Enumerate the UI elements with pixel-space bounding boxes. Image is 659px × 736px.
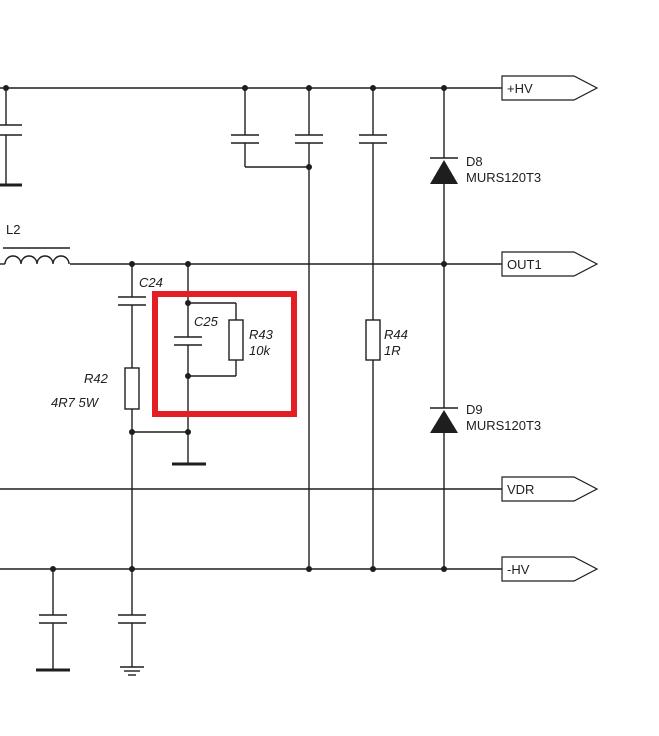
- port-out1: OUT1: [501, 251, 599, 277]
- d8-value-label: MURS120T3: [466, 170, 541, 185]
- junction-dot: [306, 566, 312, 572]
- port-hv-pos: +HV: [501, 75, 599, 101]
- svg-text:-HV: -HV: [507, 562, 530, 577]
- resistor-r43: [228, 319, 244, 361]
- junction-dot: [441, 566, 447, 572]
- junction-dot: [306, 164, 312, 170]
- resistor-r44: [365, 319, 381, 361]
- c25-label: C25: [194, 314, 219, 329]
- svg-text:+HV: +HV: [507, 81, 533, 96]
- c24-label: C24: [139, 275, 163, 290]
- svg-text:OUT1: OUT1: [507, 257, 542, 272]
- r42-value-label: 4R7 5W: [51, 395, 100, 410]
- l2-label: L2: [6, 222, 20, 237]
- left-capacitor-partial: [0, 88, 22, 187]
- capacitor-hv-3: [359, 134, 387, 144]
- capacitor-hv-2: [295, 134, 323, 144]
- d9-ref-label: D9: [466, 402, 483, 417]
- ground-symbol: [120, 666, 144, 676]
- svg-text:VDR: VDR: [507, 482, 534, 497]
- d9-value-label: MURS120T3: [466, 418, 541, 433]
- r43-value-label: 10k: [249, 343, 271, 358]
- port-hv-neg: -HV: [501, 556, 599, 582]
- capacitor-c25: [174, 336, 202, 346]
- capacitor-bottom-right: [118, 614, 146, 667]
- port-vdr: VDR: [501, 476, 599, 502]
- inductor-l2: [0, 247, 70, 265]
- junction-dot: [370, 566, 376, 572]
- r44-ref-label: R44: [384, 327, 408, 342]
- d8-ref-label: D8: [466, 154, 483, 169]
- highlight-box: [152, 291, 297, 417]
- diode-d8: [430, 157, 458, 184]
- capacitor-c24: [118, 296, 146, 306]
- capacitor-bottom-left: [39, 614, 67, 624]
- junction-dot: [441, 261, 447, 267]
- junction-dot: [185, 429, 191, 435]
- r42-ref-label: R42: [84, 371, 109, 386]
- r43-ref-label: R43: [249, 327, 274, 342]
- r44-value-label: 1R: [384, 343, 401, 358]
- capacitor-hv-1: [231, 134, 259, 144]
- diode-d9: [430, 407, 458, 433]
- junction-dot: [3, 85, 9, 91]
- junction-dot: [185, 373, 191, 379]
- junction-dot: [129, 566, 135, 572]
- resistor-r42: [124, 367, 140, 410]
